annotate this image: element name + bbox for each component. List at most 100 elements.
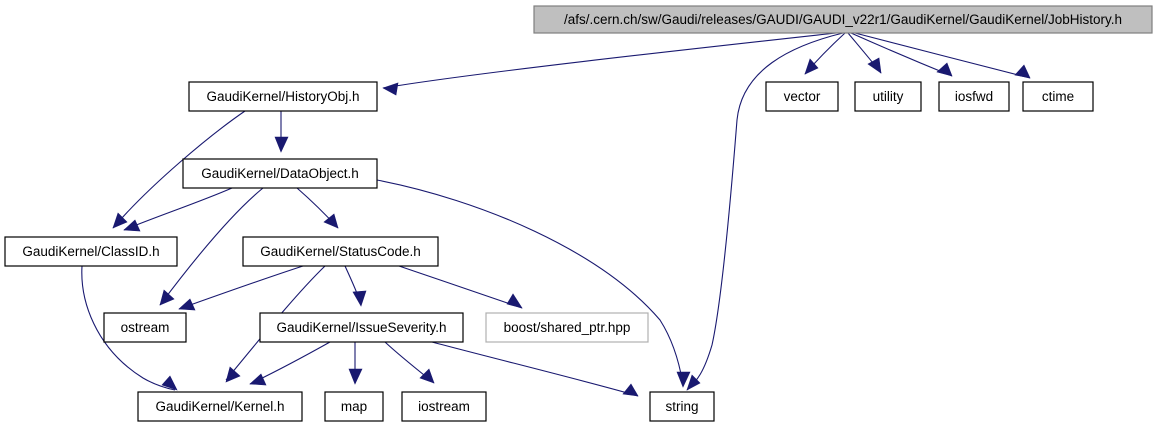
edge-line bbox=[159, 187, 264, 306]
edge-arrowhead-icon bbox=[161, 375, 178, 391]
node-box-iostream[interactable] bbox=[401, 391, 487, 422]
edge-line bbox=[376, 179, 684, 386]
edge-arrowhead-icon bbox=[123, 219, 141, 232]
edge-line bbox=[123, 187, 233, 231]
graph-node-dataobject[interactable]: GaudiKernel/DataObject.h bbox=[182, 158, 378, 189]
node-label-statuscode: GaudiKernel/StatusCode.h bbox=[260, 244, 421, 259]
node-label-dataobject: GaudiKernel/DataObject.h bbox=[201, 166, 359, 181]
graph-node-issueseverity[interactable]: GaudiKernel/IssueSeverity.h bbox=[259, 312, 464, 343]
graph-node-ctime[interactable]: ctime bbox=[1022, 81, 1094, 112]
node-box-dataobject[interactable] bbox=[182, 158, 378, 189]
edge-line bbox=[431, 341, 639, 397]
node-label-iostream: iostream bbox=[418, 399, 470, 414]
node-box-ostream[interactable] bbox=[103, 312, 187, 343]
node-box-string[interactable] bbox=[649, 391, 715, 422]
graph-edge-issueseverity-to-iostream bbox=[384, 341, 435, 384]
edge-line bbox=[382, 32, 837, 89]
edge-arrowhead-icon bbox=[676, 371, 691, 388]
graph-node-utility[interactable]: utility bbox=[854, 81, 922, 112]
graph-node-string[interactable]: string bbox=[649, 391, 715, 422]
graph-edge-issueseverity-to-string bbox=[431, 341, 639, 397]
graph-node-vector[interactable]: vector bbox=[765, 81, 839, 112]
graph-node-iostream[interactable]: iostream bbox=[401, 391, 487, 422]
graph-edges bbox=[81, 32, 1031, 397]
node-label-kernel: GaudiKernel/Kernel.h bbox=[155, 399, 284, 414]
graph-edge-root-to-historyobj bbox=[382, 32, 837, 96]
graph-node-ostream[interactable]: ostream bbox=[103, 312, 187, 343]
node-box-historyobj[interactable] bbox=[188, 81, 378, 112]
edge-arrowhead-icon bbox=[686, 374, 701, 391]
node-box-root[interactable] bbox=[533, 5, 1153, 34]
node-label-sharedptr: boost/shared_ptr.hpp bbox=[504, 320, 631, 335]
node-label-root: /afs/.cern.ch/sw/Gaudi/releases/GAUDI/GA… bbox=[564, 12, 1122, 27]
node-box-issueseverity[interactable] bbox=[259, 312, 464, 343]
graph-node-root[interactable]: /afs/.cern.ch/sw/Gaudi/releases/GAUDI/GA… bbox=[533, 5, 1153, 34]
node-box-sharedptr[interactable] bbox=[485, 312, 649, 343]
graph-node-iosfwd[interactable]: iosfwd bbox=[938, 81, 1010, 112]
graph-edge-issueseverity-to-map bbox=[348, 342, 363, 385]
node-box-map[interactable] bbox=[324, 391, 384, 422]
graph-edge-statuscode-to-ostream bbox=[178, 265, 304, 311]
node-box-kernel[interactable] bbox=[137, 391, 303, 422]
node-label-string: string bbox=[665, 399, 698, 414]
node-box-statuscode[interactable] bbox=[242, 236, 439, 267]
node-label-vector: vector bbox=[784, 89, 821, 104]
node-box-vector[interactable] bbox=[765, 81, 839, 112]
node-label-historyobj: GaudiKernel/HistoryObj.h bbox=[206, 89, 359, 104]
graph-node-statuscode[interactable]: GaudiKernel/StatusCode.h bbox=[242, 236, 439, 267]
graph-node-classid[interactable]: GaudiKernel/ClassID.h bbox=[4, 236, 178, 267]
node-box-ctime[interactable] bbox=[1022, 81, 1094, 112]
edge-arrowhead-icon bbox=[867, 57, 882, 74]
graph-nodes: /afs/.cern.ch/sw/Gaudi/releases/GAUDI/GA… bbox=[4, 5, 1153, 422]
node-box-utility[interactable] bbox=[854, 81, 922, 112]
graph-edge-historyobj-to-classid bbox=[112, 110, 246, 229]
edge-arrowhead-icon bbox=[225, 366, 241, 383]
edge-line bbox=[398, 265, 523, 309]
edge-arrowhead-icon bbox=[352, 290, 367, 307]
node-label-utility: utility bbox=[873, 89, 904, 104]
edge-line bbox=[686, 32, 844, 391]
graph-node-sharedptr[interactable]: boost/shared_ptr.hpp bbox=[485, 312, 649, 343]
graph-edge-root-to-ctime bbox=[854, 32, 1031, 79]
graph-edge-historyobj-to-dataobject bbox=[274, 111, 289, 153]
edge-arrowhead-icon bbox=[382, 82, 399, 96]
edge-arrowhead-icon bbox=[323, 213, 339, 229]
graph-edge-dataobject-to-classid bbox=[123, 187, 233, 232]
edge-arrowhead-icon bbox=[936, 62, 953, 77]
node-box-iosfwd[interactable] bbox=[938, 81, 1010, 112]
graph-edge-root-to-iosfwd bbox=[850, 32, 953, 77]
node-label-ctime: ctime bbox=[1042, 89, 1074, 104]
edge-line bbox=[178, 265, 304, 310]
node-box-classid[interactable] bbox=[4, 236, 178, 267]
graph-node-historyobj[interactable]: GaudiKernel/HistoryObj.h bbox=[188, 81, 378, 112]
edge-arrowhead-icon bbox=[178, 298, 196, 311]
node-label-issueseverity: GaudiKernel/IssueSeverity.h bbox=[276, 320, 446, 335]
graph-edge-root-to-utility bbox=[847, 32, 882, 74]
graph-edge-classid-to-kernel bbox=[81, 265, 178, 391]
graph-edge-statuscode-to-sharedptr bbox=[398, 265, 523, 309]
graph-edge-statuscode-to-issueseverity bbox=[344, 265, 367, 307]
edge-arrowhead-icon bbox=[1014, 64, 1031, 79]
graph-edge-dataobject-to-statuscode bbox=[296, 187, 339, 229]
graph-edge-dataobject-to-string bbox=[376, 179, 691, 388]
graph-node-map[interactable]: map bbox=[324, 391, 384, 422]
edge-arrowhead-icon bbox=[112, 212, 128, 229]
node-label-map: map bbox=[341, 399, 367, 414]
graph-edge-dataobject-to-ostream bbox=[159, 187, 264, 306]
edge-arrowhead-icon bbox=[622, 383, 639, 397]
edge-line bbox=[854, 32, 1031, 79]
edge-arrowhead-icon bbox=[506, 293, 523, 309]
graph-edge-issueseverity-to-kernel bbox=[249, 341, 331, 386]
edge-arrowhead-icon bbox=[348, 368, 363, 385]
edge-arrowhead-icon bbox=[159, 289, 175, 306]
node-label-classid: GaudiKernel/ClassID.h bbox=[22, 244, 159, 259]
node-label-ostream: ostream bbox=[121, 320, 170, 335]
edge-arrowhead-icon bbox=[249, 373, 267, 386]
edge-arrowhead-icon bbox=[804, 58, 819, 75]
edge-line bbox=[112, 110, 246, 229]
edge-arrowhead-icon bbox=[419, 368, 435, 384]
edge-arrowhead-icon bbox=[274, 136, 289, 153]
graph-node-kernel[interactable]: GaudiKernel/Kernel.h bbox=[137, 391, 303, 422]
